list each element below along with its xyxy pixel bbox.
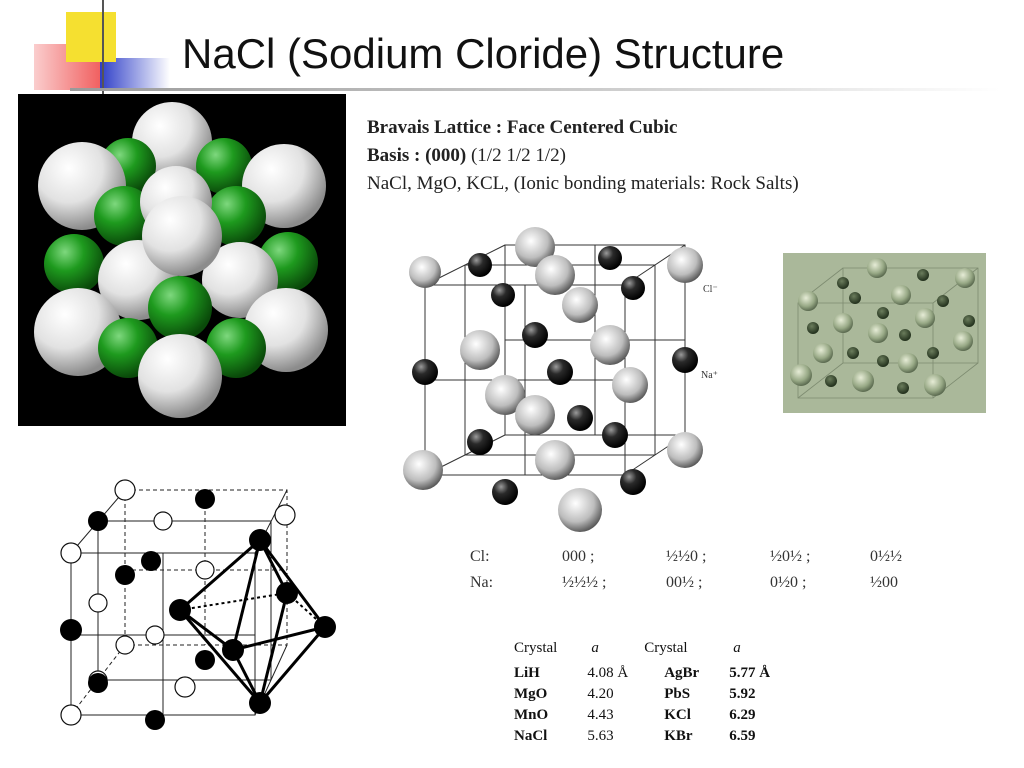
table-cell: 6.59 [729,728,756,744]
table-row: NaCl 5.63 KBr 6.59 [508,726,780,747]
structure-properties: Bravais Lattice : Face Centered Cubic Ba… [367,114,799,198]
column-header: Crystal [514,640,558,656]
lattice-diagram: Cl⁻ Na⁺ [395,220,725,540]
table-cell: AgBr [664,665,700,681]
deco-blue-square [100,58,170,90]
deco-vertical-line [102,0,104,95]
table-cell: PbS [664,686,691,702]
table-cell: 5.63 [587,728,614,744]
coordinate-value: 0½½ [870,548,902,565]
coordinate-value: 00½ ; [666,574,703,591]
table-row: MnO 4.43 KCl 6.29 [508,705,780,726]
coordinate-value: ½00 [870,574,898,591]
physical-model-photo [783,253,986,413]
cl-ion-label: Cl⁻ [703,284,718,295]
coordinate-label: Na: [470,574,494,591]
deco-yellow-square [66,12,116,62]
table-cell: 4.20 [587,686,614,702]
column-header: a [733,640,741,656]
table-header-row: Crystal a Crystal a [508,640,780,663]
basis-value: (1/2 1/2 1/2) [470,145,566,166]
table-cell: 5.92 [729,686,756,702]
basis-label: Basis : (000) [367,145,467,166]
na-ion-label: Na⁺ [701,370,718,381]
table-cell: KBr [664,728,693,744]
octahedral-coordination-diagram [55,475,345,737]
column-header: Crystal [644,640,688,656]
title-divider [70,88,1000,91]
coordinate-value: 000 ; [562,548,595,565]
table-cell: MgO [514,686,548,702]
table-cell: 4.43 [587,707,614,723]
coordinate-value: 0½0 ; [770,574,807,591]
lattice-constant-table: Crystal a Crystal a LiH 4.08 Å AgBr 5.77… [508,640,780,747]
page-title: NaCl (Sodium Cloride) Structure [182,30,785,77]
table-row: MgO 4.20 PbS 5.92 [508,684,780,705]
table-cell: NaCl [514,728,548,744]
table-cell: LiH [514,665,540,681]
coordinate-label: Cl: [470,548,490,565]
bravais-lattice-line: Bravais Lattice : Face Centered Cubic [367,117,678,138]
table-row: LiH 4.08 Å AgBr 5.77 Å [508,663,780,684]
coordinate-value: ½0½ ; [770,548,811,565]
materials-line: NaCl, MgO, KCL, (Ionic bonding materials… [367,173,799,194]
table-cell: KCl [664,707,691,723]
space-filling-model-image [18,94,346,426]
table-cell: 4.08 Å [587,665,629,681]
table-cell: 5.77 Å [729,665,771,681]
column-header: a [591,640,599,656]
coordinate-value: ½½0 ; [666,548,707,565]
table-cell: MnO [514,707,549,723]
coordinate-value: ½½½ ; [562,574,607,591]
table-cell: 6.29 [729,707,756,723]
